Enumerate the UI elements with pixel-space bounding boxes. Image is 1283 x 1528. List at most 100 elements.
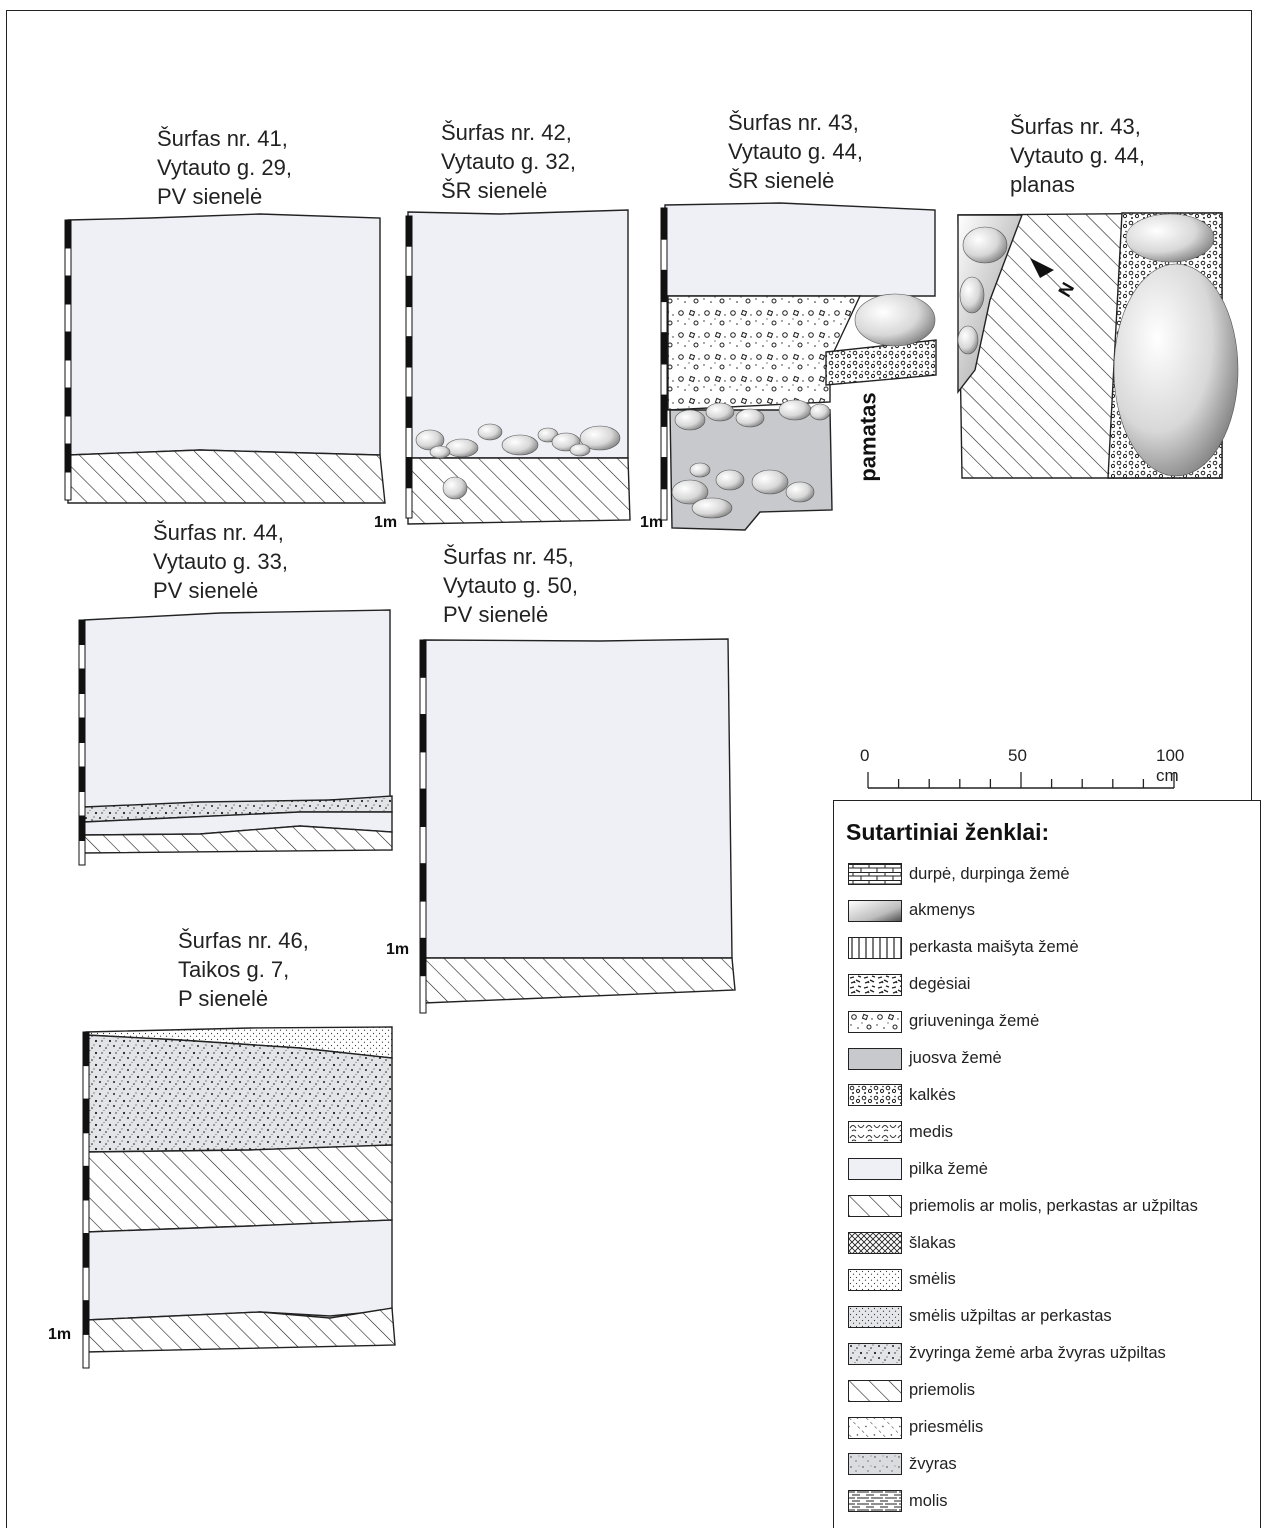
depth-ruler (405, 487, 413, 519)
layer-zvyringa-zeme (85, 1034, 393, 1153)
stone (579, 425, 621, 451)
depth-ruler (419, 863, 427, 902)
depth-ruler (64, 471, 72, 501)
depth-ruler (660, 301, 668, 334)
depth-ruler (660, 207, 668, 240)
stone (569, 443, 591, 457)
stone (442, 476, 468, 500)
depth-ruler (419, 676, 427, 716)
title-surfas-43-wall: Šurfas nr. 43, Vytauto g. 44, ŠR sienelė (728, 110, 863, 193)
title-surfas-42: Šurfas nr. 42, Vytauto g. 32, ŠR sienelė (441, 120, 576, 203)
legend-swatch-hatch (848, 1195, 902, 1218)
legend-swatch-sandyloam (848, 1416, 902, 1439)
depth-ruler (660, 457, 668, 490)
legend-swatch-lime (848, 1084, 902, 1107)
legend-swatch-vlines (848, 936, 902, 959)
legend-label: smėlis (909, 1270, 956, 1289)
north-arrow-icon (1030, 258, 1054, 278)
depth-ruler (64, 359, 72, 389)
depth-ruler (405, 275, 413, 308)
depth-ruler (78, 717, 86, 743)
legend-label: priemolis ar molis, perkastas ar užpilta… (909, 1196, 1198, 1215)
depth-ruler (78, 791, 86, 817)
legend-item: medis (848, 1119, 953, 1145)
stone (785, 481, 815, 503)
depth-ruler (660, 425, 668, 459)
stone (959, 276, 985, 314)
depth-label-1m: 1m (386, 941, 410, 958)
legend-item: durpė, durpinga žemė (848, 861, 1070, 887)
depth-ruler (419, 937, 427, 977)
stone (778, 399, 812, 421)
legend-swatch-grey (848, 1158, 902, 1181)
stone (1113, 263, 1239, 477)
layer-priemolis (85, 1144, 393, 1233)
legend-swatch-gravel (848, 1453, 902, 1476)
stone (715, 469, 745, 491)
stone (415, 429, 445, 451)
depth-ruler (64, 443, 72, 473)
depth-ruler (78, 840, 86, 866)
legend-box: Sutartiniai ženklai: durpė, durpinga žem… (833, 800, 1261, 1528)
depth-ruler (64, 247, 72, 277)
legend-swatch-clay (848, 1490, 902, 1513)
stone (751, 469, 789, 495)
title-surfas-46: Šurfas nr. 46, Taikos g. 7, P sienelė (178, 928, 309, 1011)
stone (854, 293, 936, 347)
legend-item: molis (848, 1488, 948, 1514)
legend-label: juosva žemė (909, 1049, 1002, 1067)
stone (957, 325, 979, 355)
legend-swatch-sand2 (848, 1305, 902, 1328)
stone (962, 226, 1008, 264)
stone (735, 408, 765, 428)
stone (689, 462, 711, 478)
depth-ruler (64, 303, 72, 333)
legend-label: priesmėlis (909, 1418, 984, 1436)
layer-priemolis (407, 457, 631, 525)
depth-label-1m: 1m (48, 1326, 72, 1343)
depth-ruler (660, 394, 668, 427)
legend-swatch-wood (848, 1121, 902, 1144)
stone (705, 402, 735, 422)
depth-ruler (419, 639, 427, 678)
depth-ruler (82, 1132, 90, 1167)
depth-ruler (660, 238, 668, 271)
layer-pilka-zeme (664, 202, 936, 297)
legend-swatch-slag (848, 1232, 902, 1254)
depth-ruler (405, 396, 413, 428)
layer-priemolis (67, 449, 386, 504)
depth-ruler (64, 275, 72, 305)
legend-label: degėsiai (909, 975, 971, 994)
scale-bar: 0 50 100 cm (860, 742, 1190, 792)
legend-swatch-dark (848, 1047, 902, 1070)
depth-ruler (405, 245, 413, 277)
depth-ruler (82, 1098, 90, 1134)
depth-ruler (82, 1233, 90, 1268)
depth-ruler (82, 1065, 90, 1100)
legend-item: smėlis užpiltas ar perkastas (848, 1304, 1112, 1330)
stone (674, 409, 706, 431)
layer-pilka-zeme (83, 609, 391, 808)
depth-ruler (660, 269, 668, 303)
legend-title: Sutartiniai ženklai: (846, 819, 1050, 845)
stone (445, 438, 479, 458)
depth-ruler (419, 751, 427, 790)
depth-ruler (78, 619, 86, 645)
depth-ruler (405, 215, 413, 247)
stone (671, 479, 709, 505)
depth-ruler (82, 1333, 90, 1369)
legend-label: griuveninga žemė (909, 1012, 1040, 1031)
legend-label: priemolis (909, 1381, 976, 1400)
depth-ruler (419, 975, 427, 1014)
legend-item: akmenys (848, 898, 975, 924)
legend-item: žvyras (848, 1451, 957, 1477)
depth-ruler (405, 336, 413, 368)
depth-ruler (82, 1266, 90, 1302)
depth-ruler (660, 363, 668, 396)
legend-swatch-peat (848, 863, 902, 885)
legend-label: pilka žemė (909, 1159, 988, 1178)
depth-ruler (78, 815, 86, 841)
legend-swatch-stones (848, 899, 902, 922)
depth-ruler (82, 1165, 90, 1201)
legend-item: pilka žemė (848, 1156, 988, 1182)
